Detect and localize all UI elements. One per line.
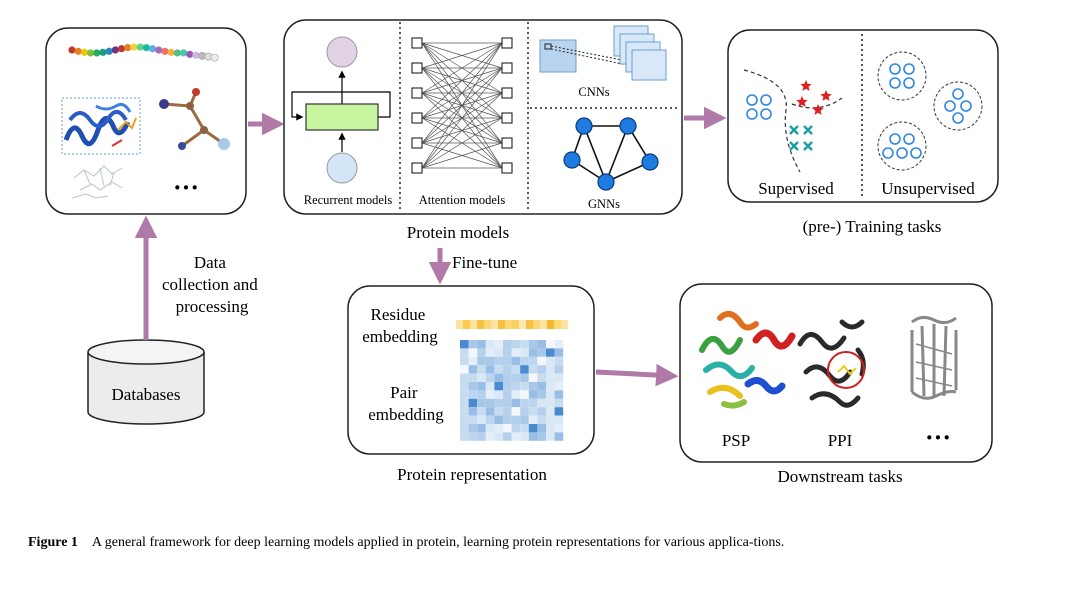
cnns-label: CNNs bbox=[578, 85, 609, 99]
protein-structure-icon bbox=[61, 97, 141, 155]
protein-models-box bbox=[283, 19, 683, 215]
gnn-diagram: GNNs bbox=[563, 117, 659, 211]
unsupervised-clusters-icon bbox=[877, 51, 983, 171]
gnns-label: GNNs bbox=[588, 197, 620, 211]
unsupervised-label: Unsupervised bbox=[881, 179, 975, 198]
supervised-label: Supervised bbox=[758, 179, 834, 198]
grid-structure-icon bbox=[71, 165, 123, 199]
recurrent-model-diagram: Recurrent models bbox=[291, 36, 393, 207]
to-downstream-arrow bbox=[595, 363, 679, 387]
data-ellipsis: ··· bbox=[173, 173, 199, 202]
figure-label: Figure 1 bbox=[28, 535, 78, 550]
training-tasks-title: (pre-) Training tasks bbox=[803, 217, 942, 236]
psp-label: PSP bbox=[722, 431, 750, 450]
pair-line-2: embedding bbox=[368, 405, 444, 424]
downstream-tasks-box: PSP PPI ··· bbox=[679, 283, 993, 463]
downstream-ellipsis: ··· bbox=[925, 423, 951, 452]
ppi-binding-site-icon bbox=[827, 351, 865, 389]
pair-embedding-label: Pair embedding bbox=[368, 383, 444, 424]
rnn-cell bbox=[305, 103, 379, 131]
supervised-class-a-icon bbox=[746, 94, 772, 120]
data-collection-label: Data collection and processing bbox=[162, 253, 262, 316]
residue-embedding-strip bbox=[456, 320, 568, 329]
residue-line-1: Residue bbox=[370, 305, 425, 324]
residue-line-2: embedding bbox=[362, 327, 438, 346]
sequence-beads-icon bbox=[68, 43, 219, 62]
recurrent-models-label: Recurrent models bbox=[304, 193, 393, 207]
data-collection-line-2: collection and bbox=[162, 275, 258, 294]
rnn-input-node bbox=[326, 152, 358, 184]
psp-structure-icon bbox=[699, 310, 796, 409]
databases-label: Databases bbox=[112, 385, 181, 404]
attention-model-diagram bbox=[411, 37, 513, 174]
fine-tune-label: Fine-tune bbox=[452, 253, 517, 272]
attention-models-label: Attention models bbox=[419, 193, 506, 207]
downstream-tasks-title: Downstream tasks bbox=[777, 467, 902, 486]
data-collection-line-1: Data bbox=[194, 253, 227, 272]
pair-line-1: Pair bbox=[390, 383, 418, 402]
pair-embedding-matrix bbox=[460, 340, 564, 441]
molecule-icon bbox=[159, 88, 230, 150]
protein-representation-title: Protein representation bbox=[397, 465, 547, 484]
ppi-structure-icon bbox=[797, 319, 866, 408]
data-collection-line-3: processing bbox=[176, 297, 249, 316]
residue-embedding-label: Residue embedding bbox=[362, 305, 438, 346]
ppi-label: PPI bbox=[828, 431, 853, 450]
supervised-class-c-icon bbox=[789, 125, 813, 151]
rnn-output-node bbox=[326, 36, 358, 68]
protein-models-title: Protein models bbox=[407, 223, 509, 242]
training-tasks-box: Supervised Unsupervised bbox=[727, 29, 999, 203]
figure-caption: Figure 1 A general framework for deep lea… bbox=[28, 534, 1058, 553]
figure-caption-text: A general framework for deep learning mo… bbox=[91, 535, 785, 550]
databases-cylinder: Databases bbox=[87, 339, 205, 425]
cnn-diagram: CNNs bbox=[539, 25, 667, 99]
data-sources-box: ··· bbox=[45, 27, 247, 215]
protein-representation-box: Residue embedding Pair embedding bbox=[347, 285, 595, 455]
barrel-structure-icon bbox=[910, 315, 958, 400]
supervised-class-b-icon bbox=[796, 80, 832, 115]
